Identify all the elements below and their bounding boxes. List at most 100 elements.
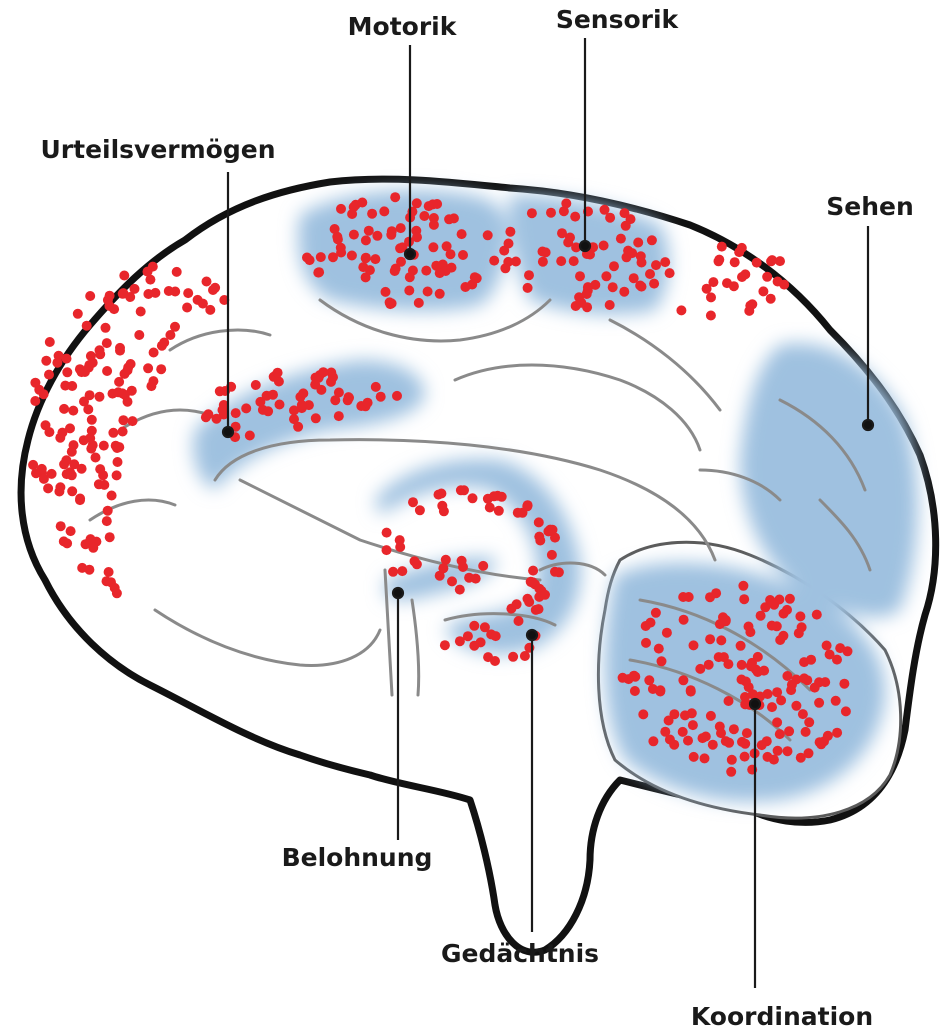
activity-dot-memory xyxy=(528,566,538,576)
activity-dot-cingulate xyxy=(241,403,251,413)
activity-dot-koordination xyxy=(724,696,734,706)
activity-dot-frontal xyxy=(149,348,159,358)
activity-dot-frontal xyxy=(91,453,101,463)
activity-dot-frontal xyxy=(156,364,166,374)
activity-dot-motorik xyxy=(446,249,456,259)
activity-dot-frontal xyxy=(95,345,105,355)
activity-dot-frontal xyxy=(143,289,153,299)
activity-dot-reward xyxy=(464,573,474,583)
activity-dot-frontal xyxy=(57,428,67,438)
activity-dot-motorik xyxy=(405,272,415,282)
activity-dot-motorik xyxy=(458,250,468,260)
activity-dot-koordination xyxy=(721,616,731,626)
activity-dot-motorik xyxy=(483,230,493,240)
activity-dot-koordination xyxy=(651,608,661,618)
activity-dot-koordination xyxy=(705,634,715,644)
activity-dot-koordination xyxy=(767,702,777,712)
activity-dot-cingulate xyxy=(392,391,402,401)
activity-dot-motorik xyxy=(336,248,346,258)
activity-dot-koordination xyxy=(782,605,792,615)
activity-dot-koordination xyxy=(716,635,726,645)
activity-dot-koordination xyxy=(843,646,853,656)
activity-dot-motorik xyxy=(313,268,323,278)
activity-dot-motorik xyxy=(444,214,454,224)
activity-dot-memory xyxy=(469,621,479,631)
activity-dot-motorik xyxy=(330,224,340,234)
activity-dot-memory xyxy=(408,497,418,507)
activity-dot-parietal xyxy=(752,258,762,268)
activity-dot-motorik xyxy=(302,253,312,263)
activity-dot-koordination xyxy=(689,752,699,762)
activity-dot-frontal xyxy=(87,415,97,425)
activity-dot-frontal xyxy=(61,455,71,465)
activity-dot-frontal xyxy=(118,427,128,437)
activity-dot-koordination xyxy=(768,598,778,608)
activity-dot-memory xyxy=(494,506,504,516)
activity-dot-frontal xyxy=(82,321,92,331)
activity-dot-koordination xyxy=(799,673,809,683)
activity-dot-frontal xyxy=(115,343,125,353)
activity-dot-sensorik xyxy=(633,238,643,248)
activity-dot-hippocampus xyxy=(483,652,493,662)
activity-dot-koordination xyxy=(804,717,814,727)
activity-dot-reward xyxy=(447,576,457,586)
pointer-belohnung xyxy=(393,588,403,598)
activity-dot-parietal xyxy=(779,280,789,290)
activity-dot-koordination xyxy=(638,709,648,719)
activity-dot-memory xyxy=(514,616,524,626)
activity-dot-koordination xyxy=(630,686,640,696)
activity-dot-cingulate xyxy=(330,395,340,405)
activity-dot-koordination xyxy=(812,610,822,620)
activity-dot-frontal xyxy=(62,367,72,377)
activity-dot-sensorik xyxy=(561,198,571,208)
activity-dot-frontal xyxy=(136,307,146,317)
activity-dot-motorik xyxy=(385,299,395,309)
activity-dot-sensorik xyxy=(524,270,534,280)
activity-dot-koordination xyxy=(839,679,849,689)
activity-dot-koordination xyxy=(757,740,767,750)
activity-dot-frontal xyxy=(102,516,112,526)
activity-dot-koordination xyxy=(738,581,748,591)
activity-dot-motorik xyxy=(457,229,467,239)
activity-dot-frontal xyxy=(118,415,128,425)
activity-dot-frontal xyxy=(86,351,96,361)
activity-dot-hippocampus xyxy=(491,631,501,641)
activity-dot-koordination xyxy=(742,728,752,738)
activity-dot-koordination xyxy=(688,720,698,730)
activity-dot-frontal xyxy=(143,267,153,277)
activity-dot-frontal xyxy=(43,483,53,493)
activity-dot-sensorik xyxy=(651,260,661,270)
activity-dot-parietal xyxy=(706,311,716,321)
activity-dot-koordination xyxy=(686,687,696,697)
activity-dot-sensorik xyxy=(645,269,655,279)
activity-dot-cingulate xyxy=(255,397,265,407)
activity-dot-koordination xyxy=(727,755,737,765)
activity-dot-koordination xyxy=(785,594,795,604)
activity-dot-koordination xyxy=(825,650,835,660)
activity-dot-frontal xyxy=(148,376,158,386)
activity-dot-frontal xyxy=(182,303,192,313)
activity-dot-reward xyxy=(457,556,467,566)
activity-dot-frontal xyxy=(52,358,62,368)
activity-dot-cingulate xyxy=(298,388,308,398)
activity-dot-parietal xyxy=(745,301,755,311)
activity-dot-frontal xyxy=(113,387,123,397)
activity-dot-motorik xyxy=(428,242,438,252)
activity-dot-frontal xyxy=(77,563,87,573)
activity-dot-sensorik xyxy=(599,241,609,251)
activity-dot-frontal xyxy=(73,309,83,319)
activity-dot-frontal xyxy=(119,271,129,281)
activity-dot-koordination xyxy=(689,640,699,650)
activity-dot-koordination xyxy=(748,689,758,699)
activity-dot-hippocampus xyxy=(476,637,486,647)
activity-dot-frontal xyxy=(108,428,118,438)
activity-dot-koordination xyxy=(695,664,705,674)
activity-dot-frontal xyxy=(159,338,169,348)
activity-dot-koordination xyxy=(721,736,731,746)
activity-dot-koordination xyxy=(773,746,783,756)
activity-dot-koordination xyxy=(739,594,749,604)
activity-dot-sensorik xyxy=(600,205,610,215)
activity-dot-parietal xyxy=(758,286,768,296)
label-motorik: Motorik xyxy=(348,12,458,41)
